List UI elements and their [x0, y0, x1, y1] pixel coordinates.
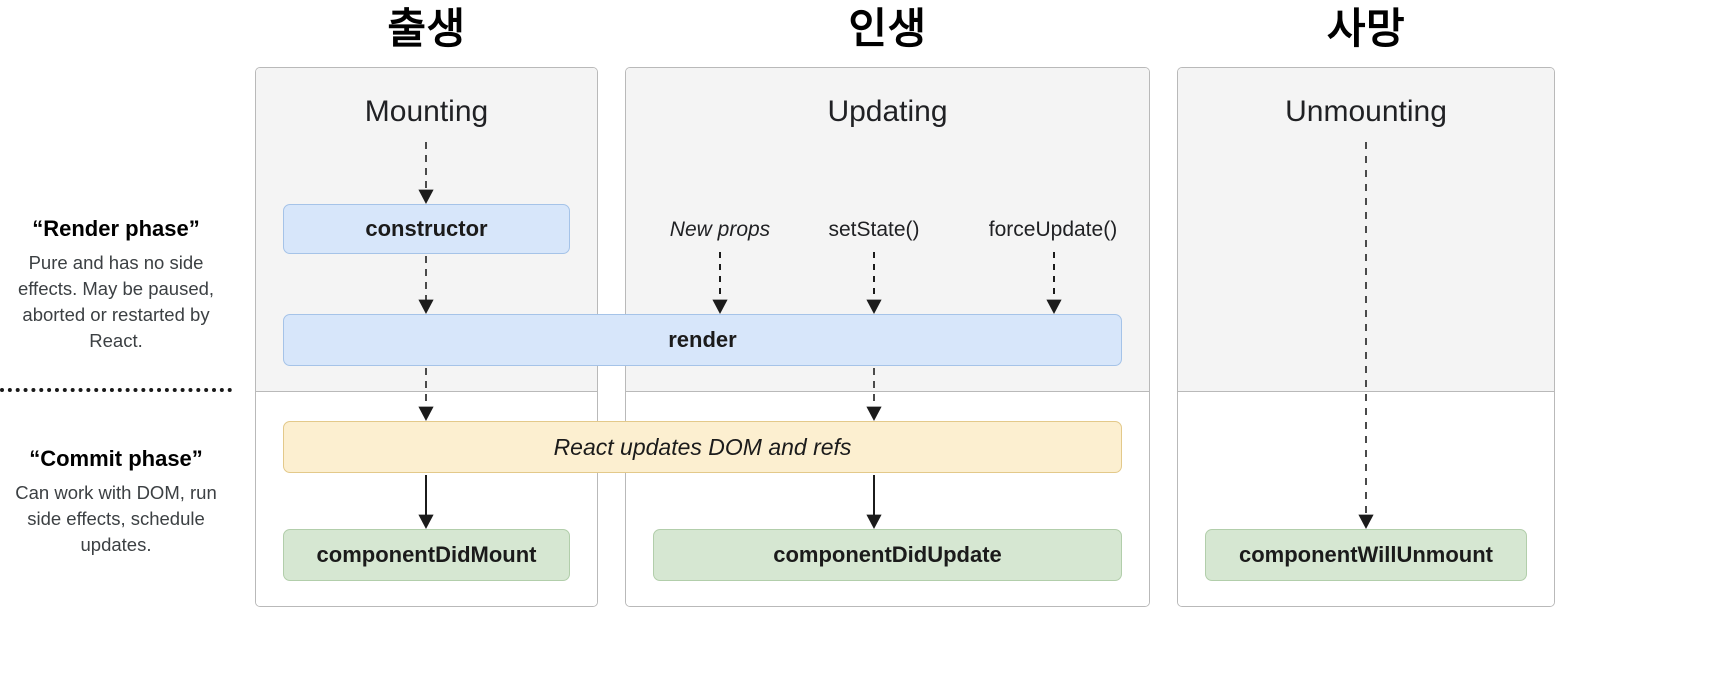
node-constructor[interactable]: constructor: [283, 204, 570, 254]
node-component-did-mount[interactable]: componentDidMount: [283, 529, 570, 581]
stage-caption-death: 사망: [1326, 5, 1406, 52]
phase-divider-dotted-line: [0, 388, 232, 392]
column-unmounting: Unmounting: [1177, 67, 1555, 607]
column-unmounting-title: Unmounting: [1285, 95, 1447, 128]
node-render[interactable]: render: [283, 314, 1122, 366]
node-component-will-unmount[interactable]: componentWillUnmount: [1205, 529, 1527, 581]
stage-caption-life: 인생: [848, 5, 927, 52]
node-component-did-update[interactable]: componentDidUpdate: [653, 529, 1122, 581]
commit-phase-legend: “Commit phase” Can work with DOM, run si…: [0, 442, 232, 558]
node-react-updates-dom-and-refs[interactable]: React updates DOM and refs: [283, 421, 1122, 473]
render-phase-title: “Render phase”: [32, 216, 200, 241]
render-phase-legend: “Render phase” Pure and has no side effe…: [0, 212, 232, 354]
commit-phase-title: “Commit phase”: [29, 446, 203, 471]
commit-phase-description: Can work with DOM, run side effects, sch…: [15, 482, 217, 555]
column-mounting-title: Mounting: [364, 95, 489, 128]
render-phase-description: Pure and has no side effects. May be pau…: [17, 252, 215, 351]
trigger-label-new-props: New props: [669, 218, 771, 241]
stage-caption-birth: 출생: [387, 5, 466, 52]
column-updating-title: Updating: [827, 95, 948, 128]
trigger-label-set-state: setState(): [828, 218, 920, 241]
trigger-label-force-update: forceUpdate(): [988, 218, 1118, 241]
column-unmounting-render-phase: Unmounting: [1178, 68, 1554, 392]
